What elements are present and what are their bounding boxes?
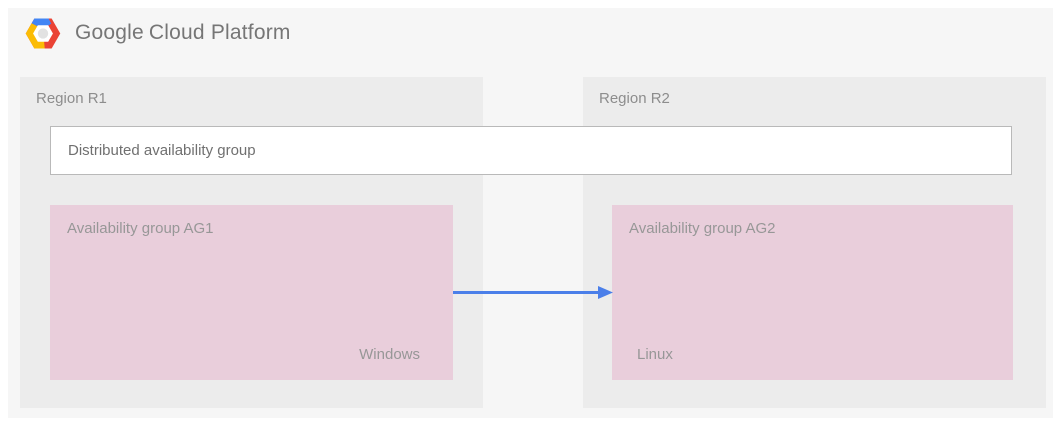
distributed-availability-group-box: Distributed availability group <box>50 126 1012 175</box>
availability-group-ag2-label: Availability group AG2 <box>629 220 776 237</box>
google-cloud-platform-logo-icon <box>24 17 62 50</box>
distributed-availability-group-label: Distributed availability group <box>68 142 256 159</box>
availability-group-ag1-box: Availability group AG1 Windows <box>50 205 453 380</box>
ag1-os-label: Windows <box>359 346 420 363</box>
replication-arrow-icon <box>453 286 613 299</box>
availability-group-ag2-box: Availability group AG2 Linux <box>612 205 1013 380</box>
region-r1-label: Region R1 <box>36 90 107 107</box>
ag2-os-label: Linux <box>637 346 673 363</box>
region-r2-label: Region R2 <box>599 90 670 107</box>
availability-group-ag1-label: Availability group AG1 <box>67 220 214 237</box>
brand-text-cloud-platform: Cloud Platform <box>148 21 291 44</box>
brand-text-google: Google <box>75 21 144 44</box>
